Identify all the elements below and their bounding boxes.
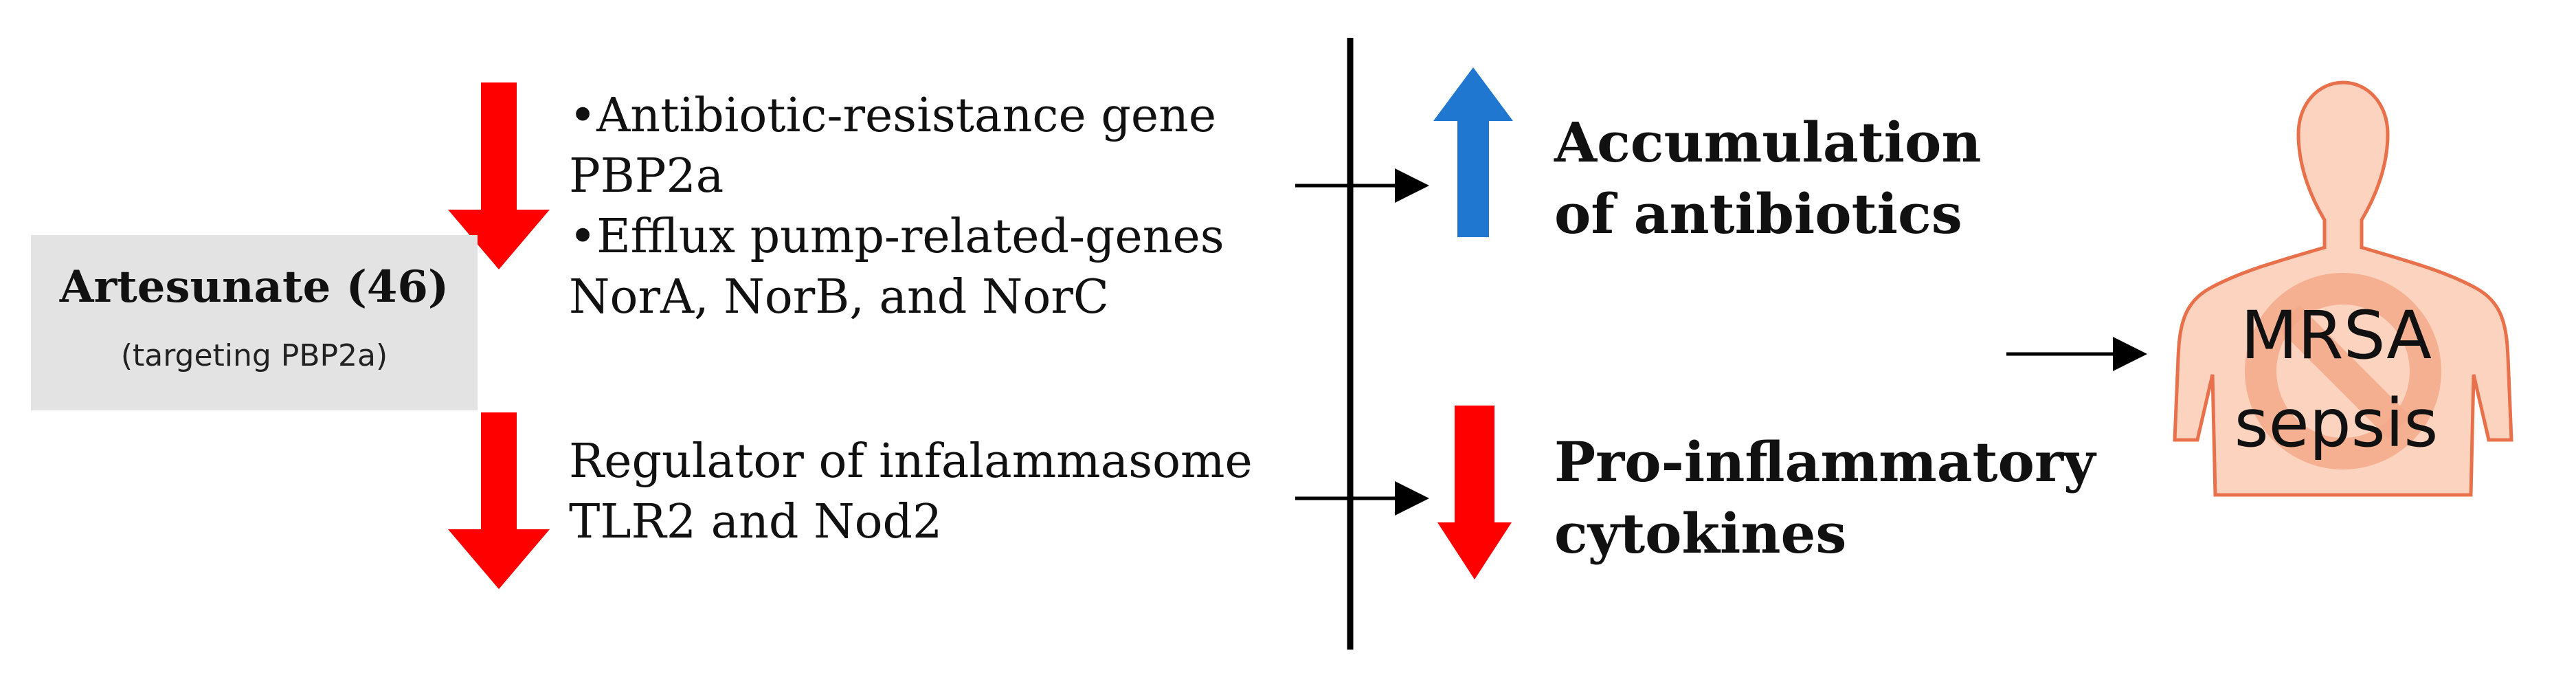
- down-arrow-icon: [448, 82, 550, 269]
- prohibition-icon: [2245, 273, 2441, 469]
- mechanism-line: Regulator of infalammasome: [569, 434, 1253, 489]
- effect-line: Accumulation: [1554, 110, 1982, 175]
- mechanism-line: •Efflux pump-related-genes: [569, 210, 1224, 264]
- drug-name: Artesunate (46): [59, 261, 449, 313]
- outcome-line-2: sepsis: [2234, 385, 2439, 462]
- outcome-line-1: MRSA: [2241, 297, 2432, 374]
- down-arrow-icon: [448, 412, 550, 589]
- effect-antibiotic-accumulation: Accumulation of antibiotics: [1554, 107, 1982, 250]
- effect-cytokines: Pro-inflammatory cytokines: [1554, 426, 2096, 569]
- effect-line: cytokines: [1554, 501, 1847, 566]
- drug-box: Artesunate (46) (targeting PBP2a): [31, 235, 478, 410]
- mechanism-resistance-genes: •Antibiotic-resistance gene PBP2a •Efflu…: [569, 86, 1224, 328]
- mechanism-inflammasome-regulator: Regulator of infalammasome TLR2 and Nod2: [569, 432, 1253, 553]
- effect-line: Pro-inflammatory: [1554, 430, 2096, 494]
- mechanism-line: NorA, NorB, and NorC: [569, 270, 1109, 324]
- effect-line: of antibiotics: [1554, 181, 1962, 246]
- down-arrow-icon: [1437, 406, 1512, 579]
- mechanism-line: PBP2a: [569, 149, 724, 203]
- drug-target: (targeting PBP2a): [120, 338, 388, 373]
- up-arrow-icon: [1433, 67, 1513, 237]
- mechanism-line: TLR2 and Nod2: [569, 495, 943, 549]
- mechanism-line: •Antibiotic-resistance gene: [569, 89, 1217, 143]
